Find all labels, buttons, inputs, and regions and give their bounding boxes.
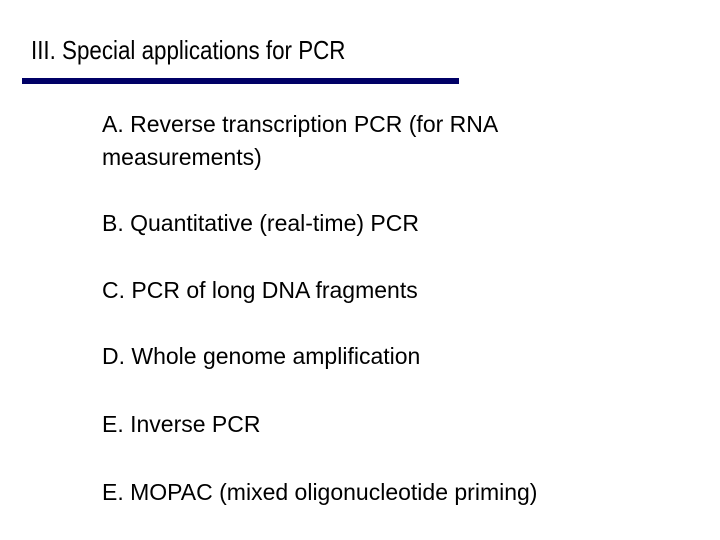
slide-title: III. Special applications for PCR [31,35,346,65]
title-underline-divider [22,78,459,84]
list-item-inverse-pcr: E. Inverse PCR [102,411,261,437]
list-item-reverse-transcription-pcr: A. Reverse transcription PCR (for RNA me… [102,108,498,174]
list-item-text-line2: measurements) [102,144,262,170]
list-item-long-dna-pcr: C. PCR of long DNA fragments [102,277,418,303]
list-item-quantitative-pcr: B. Quantitative (real-time) PCR [102,210,419,236]
list-item-text-line1: A. Reverse transcription PCR (for RNA [102,111,499,137]
list-item-mopac: E. MOPAC (mixed oligonucleotide priming) [102,479,538,505]
list-item-whole-genome-amplification: D. Whole genome amplification [102,343,421,369]
